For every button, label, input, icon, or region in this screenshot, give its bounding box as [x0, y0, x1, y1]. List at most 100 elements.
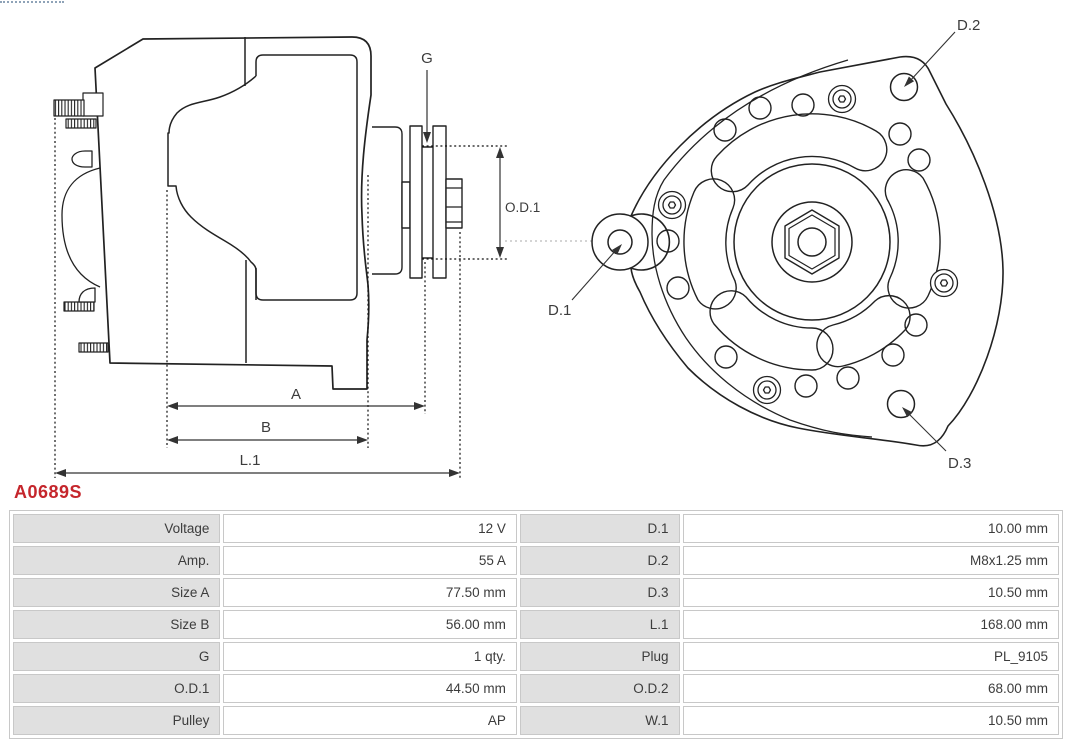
spec-value: 168.00 mm [682, 610, 1059, 639]
arrowhead [414, 402, 425, 410]
terminal-studs [53, 92, 109, 353]
spec-value: 12 V [223, 514, 517, 543]
spec-value: 10.00 mm [682, 514, 1059, 543]
label-d3: D.3 [948, 455, 971, 472]
threaded-stud-icon [65, 118, 97, 129]
threaded-stud-icon [63, 301, 95, 312]
rear-bulge [61, 167, 101, 288]
arrowhead [55, 469, 66, 477]
d3-leader-line [906, 411, 947, 452]
spec-value: M8x1.25 mm [682, 546, 1059, 575]
spec-label: D.1 [519, 514, 680, 543]
table-row: Amp. 55 A D.2 M8x1.25 mm [13, 546, 1059, 575]
arrowhead [496, 247, 504, 258]
side-view [53, 36, 463, 390]
extension-lines [54, 118, 509, 478]
spec-label: D.3 [519, 578, 680, 607]
spec-value: 68.00 mm [682, 674, 1059, 703]
stud-block [82, 92, 104, 117]
front-view-annotations: D.2 D.1 D.3 [548, 17, 980, 472]
arrowhead [902, 407, 913, 418]
scan-artifact-dotted-line [0, 1, 64, 3]
spec-table: Voltage 12 V D.1 10.00 mm Amp. 55 A D.2 … [9, 510, 1063, 739]
threaded-stud-icon [78, 342, 109, 353]
shaft-nut-hex-outer [784, 209, 840, 275]
rotor-silhouette [167, 75, 257, 300]
label-a: A [291, 386, 301, 403]
hub-circle [771, 201, 853, 283]
label-d1: D.1 [548, 302, 571, 319]
shaft-nut [445, 178, 463, 229]
spec-label: G [13, 642, 221, 671]
spec-label: Size B [13, 610, 221, 639]
part-number: A0689S [14, 482, 83, 502]
label-g: G [421, 50, 433, 67]
d2-hole [889, 72, 919, 102]
spec-label: D.2 [519, 546, 680, 575]
small-bump [78, 287, 96, 303]
spec-value: 1 qty. [223, 642, 517, 671]
arrowhead [167, 436, 178, 444]
arrowhead [423, 132, 431, 143]
rear-boss [372, 126, 403, 275]
spacer [401, 181, 411, 229]
table-row: Pulley AP W.1 10.50 mm [13, 706, 1059, 735]
dimension-arrows [55, 70, 504, 477]
spec-value: 10.50 mm [682, 578, 1059, 607]
spec-label: Size A [13, 578, 221, 607]
spec-label: Amp. [13, 546, 221, 575]
arrowhead [496, 147, 504, 158]
pulley-groove [422, 146, 433, 259]
housing-rim-line [651, 59, 873, 438]
shaft-nut-lines [446, 187, 462, 223]
alternator-technical-drawing: G O.D.1 A B L.1 [53, 17, 1004, 478]
d1-boss-outer [591, 213, 649, 271]
spec-value: 10.50 mm [682, 706, 1059, 735]
shaft-center-hole [797, 227, 827, 257]
label-d2: D.2 [957, 17, 980, 34]
threaded-stud-icon [53, 99, 85, 117]
arrowhead [357, 436, 368, 444]
pulley-flange-rear [432, 125, 447, 279]
arrowhead [449, 469, 460, 477]
vent-holes [656, 93, 931, 398]
front-cover-inner-edge [255, 54, 358, 301]
spec-value: AP [223, 706, 517, 735]
front-view [591, 55, 1004, 447]
d1-hole [607, 229, 633, 255]
d2-leader-line [908, 31, 956, 83]
arrowhead [612, 244, 622, 255]
alternator-body-outline [94, 36, 372, 390]
spec-label: O.D.1 [13, 674, 221, 703]
spec-label: Voltage [13, 514, 221, 543]
spec-label: L.1 [519, 610, 680, 639]
label-l1: L.1 [240, 452, 261, 469]
spec-value: 44.50 mm [223, 674, 517, 703]
rear-housing-bosses [61, 150, 101, 303]
spec-value: 55 A [223, 546, 517, 575]
shaft-nut-hex-inner [788, 214, 836, 270]
spec-value: PL_9105 [682, 642, 1059, 671]
shaft-hub [733, 163, 891, 321]
spec-value: 56.00 mm [223, 610, 517, 639]
knob [71, 150, 93, 168]
table-row: Size B 56.00 mm L.1 168.00 mm [13, 610, 1059, 639]
arrowhead [904, 76, 915, 87]
table-row: Size A 77.50 mm D.3 10.50 mm [13, 578, 1059, 607]
pulley-assembly [372, 125, 463, 279]
label-b: B [261, 419, 271, 436]
spec-label: Plug [519, 642, 680, 671]
table-row: G 1 qty. Plug PL_9105 [13, 642, 1059, 671]
label-od1: O.D.1 [505, 200, 540, 215]
spec-label: Pulley [13, 706, 221, 735]
table-row: O.D.1 44.50 mm O.D.2 68.00 mm [13, 674, 1059, 703]
fan-slots [683, 113, 941, 371]
arrowhead [167, 402, 178, 410]
pulley-flange-front [409, 125, 423, 279]
side-view-dimensions: G O.D.1 A B L.1 [54, 50, 592, 478]
housing-split-line [244, 37, 247, 363]
pulley-face-circle [733, 163, 891, 321]
spec-label: O.D.2 [519, 674, 680, 703]
d3-hole [886, 389, 916, 419]
